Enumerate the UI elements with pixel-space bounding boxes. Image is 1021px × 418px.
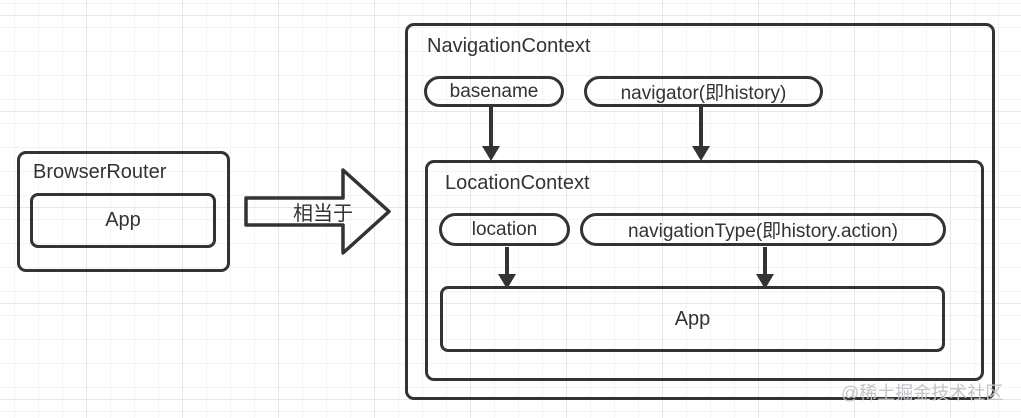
navigation-context-title: NavigationContext (427, 35, 591, 57)
basename-down-arrow (482, 107, 500, 161)
navigator-down-arrow (692, 107, 710, 161)
browser-router-box: BrowserRouter App (17, 151, 230, 272)
navigation-context-box: NavigationContext basename navigator(即hi… (405, 23, 995, 400)
basename-pill: basename (424, 76, 564, 107)
block-arrow-shape (244, 168, 391, 255)
equivalence-arrow: 相当于 (243, 165, 393, 258)
navigation-type-down-arrow (756, 247, 774, 289)
navigator-pill-label: navigator(即history) (620, 83, 787, 104)
location-pill: location (439, 213, 570, 246)
basename-pill-label: basename (449, 80, 539, 102)
location-pill-label: location (471, 218, 538, 240)
watermark: @稀土掘金技术社区 (841, 383, 1004, 403)
location-context-app-label: App (674, 307, 711, 330)
browser-router-title: BrowserRouter (33, 161, 167, 183)
location-context-box: LocationContext location navigationType(… (425, 160, 984, 381)
location-context-title: LocationContext (445, 172, 590, 194)
navigation-type-pill: navigationType(即history.action) (580, 213, 946, 246)
browser-router-app-label: App (105, 209, 141, 231)
location-context-app-box: App (440, 286, 945, 352)
location-down-arrow (498, 247, 516, 289)
navigation-type-pill-label: navigationType(即history.action) (628, 221, 898, 242)
equivalence-arrow-label: 相当于 (293, 203, 353, 225)
browser-router-app-box: App (30, 193, 216, 248)
navigator-pill: navigator(即history) (584, 76, 823, 107)
